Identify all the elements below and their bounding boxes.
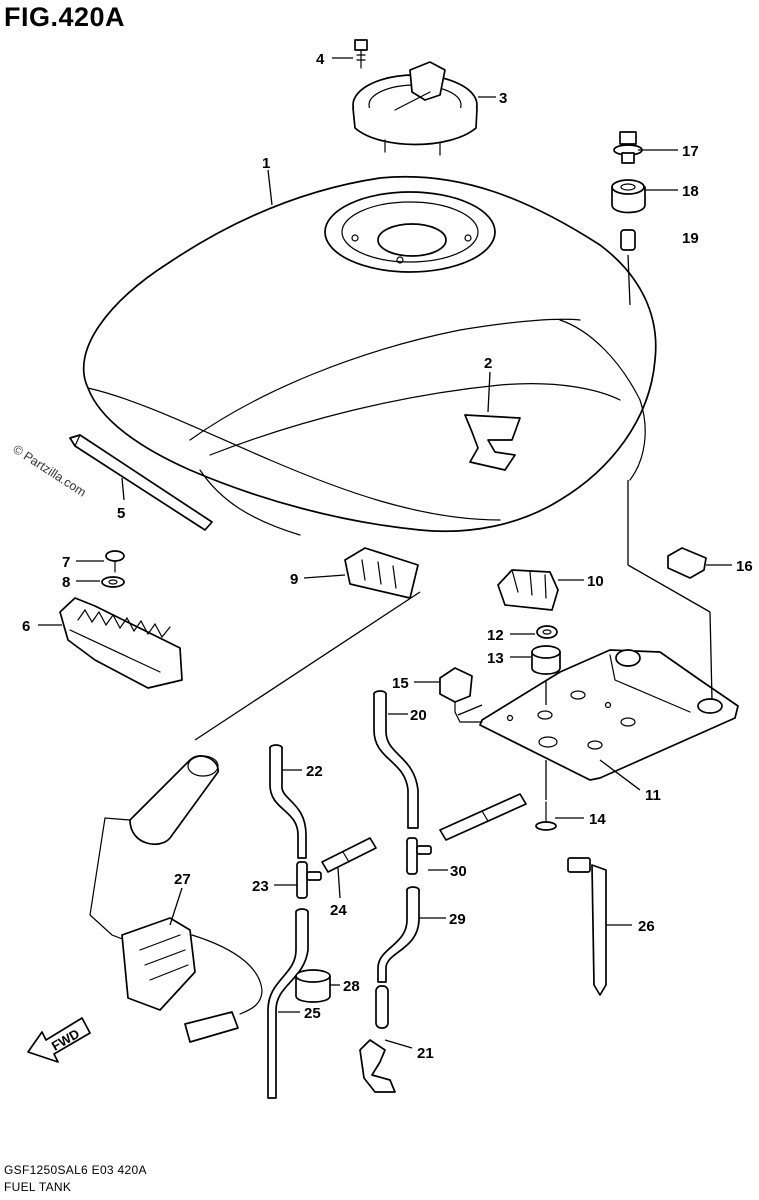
plate-bolt-part	[535, 760, 557, 831]
callout-8: 8	[62, 574, 70, 591]
callout-12: 12	[487, 627, 504, 644]
callout-11: 11	[645, 787, 661, 804]
washer-part	[101, 576, 125, 588]
hose-24-part	[321, 837, 377, 873]
leader-lines	[38, 57, 732, 1049]
callout-10: 10	[587, 573, 604, 590]
callout-2: 2	[484, 355, 492, 372]
plate-part	[479, 649, 739, 781]
cap-part	[439, 667, 483, 723]
cable-tie-part	[567, 857, 607, 996]
mount-bolt-part	[613, 131, 643, 164]
hose-25-part	[267, 908, 309, 1099]
bolt-part	[354, 39, 368, 69]
rubber-strip-part	[69, 434, 213, 531]
callout-16: 16	[736, 558, 753, 575]
callout-6: 6	[22, 618, 30, 635]
callout-4: 4	[316, 51, 325, 68]
callout-1: 1	[262, 155, 270, 172]
callout-18: 18	[682, 183, 699, 200]
callout-27: 27	[174, 871, 191, 888]
grommet-part	[536, 625, 558, 639]
small-pad-part	[667, 547, 707, 579]
cushion-part	[611, 179, 646, 214]
callout-23: 23	[252, 878, 269, 895]
hose-20-part	[373, 690, 419, 829]
callout-20: 20	[410, 707, 427, 724]
fuel-cap-part	[352, 61, 478, 156]
t-joint-23-part	[296, 861, 322, 899]
fuel-tank-part	[82, 175, 657, 536]
clamp-28-part	[295, 969, 331, 1003]
callout-22: 22	[306, 763, 323, 780]
screw-part	[105, 550, 125, 573]
callout-9: 9	[290, 571, 298, 588]
figure-title: FIG.420A	[4, 2, 126, 32]
hose-29-part	[375, 886, 420, 1029]
callout-30: 30	[450, 863, 467, 880]
callout-26: 26	[638, 918, 655, 935]
t-joint-30-part	[406, 837, 432, 875]
callout-14: 14	[589, 811, 606, 828]
callout-24: 24	[330, 902, 347, 919]
callout-15: 15	[392, 675, 409, 692]
callout-28: 28	[343, 978, 360, 995]
model-code: GSF1250SAL6 E03 420A	[4, 1163, 147, 1177]
callout-3: 3	[499, 90, 507, 107]
callout-25: 25	[304, 1005, 321, 1022]
callout-13: 13	[487, 650, 504, 667]
hose-22-part	[269, 744, 307, 859]
bracket-part	[59, 597, 183, 689]
forward-arrow-icon: FWD	[27, 1017, 91, 1063]
callout-7: 7	[62, 554, 70, 571]
figure-name: FUEL TANK	[4, 1180, 72, 1194]
callout-5: 5	[117, 505, 125, 522]
callout-labels: 1 2 3 4 5 6 7 8 9 10 11 12 13 14 15 16 1…	[22, 51, 753, 1062]
cushion-lower-part	[531, 645, 561, 705]
callout-21: 21	[417, 1045, 434, 1062]
clamp-part	[497, 569, 559, 611]
callout-29: 29	[449, 911, 466, 928]
collar-part	[620, 229, 636, 306]
pad-part	[344, 547, 419, 599]
callout-19: 19	[682, 230, 699, 247]
fuel-level-sender-part	[89, 755, 263, 1043]
clip-part	[359, 1039, 396, 1093]
hose-segments-part	[439, 793, 527, 841]
callout-17: 17	[682, 143, 699, 160]
